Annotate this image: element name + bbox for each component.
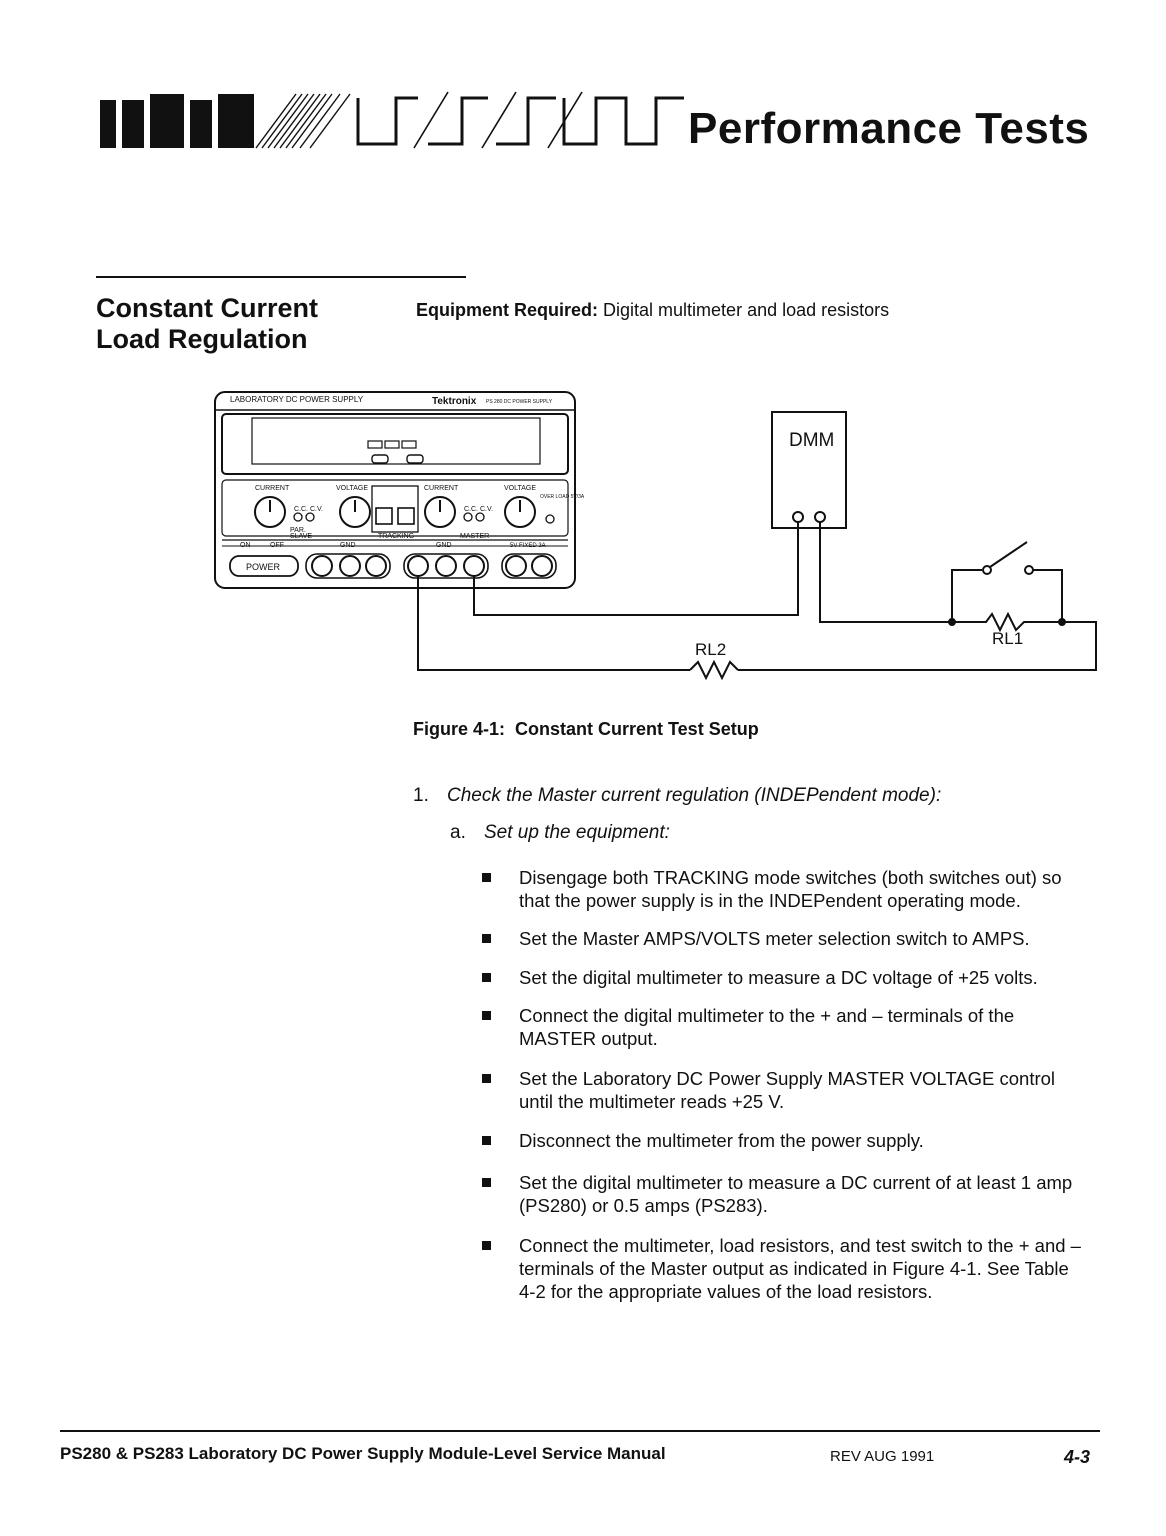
figure-number: Figure 4-1:	[413, 719, 506, 739]
equipment-label: Equipment Required:	[416, 300, 599, 320]
list-item: Set the Master AMPS/VOLTS meter selectio…	[482, 927, 1082, 950]
test-setup-diagram: LABORATORY DC POWER SUPPLY Tektronix PS …	[214, 391, 1097, 681]
par-label: PAR.	[290, 527, 306, 534]
equipment-required: Equipment Required: Digital multimeter a…	[416, 300, 889, 321]
off-label: OFF	[270, 542, 284, 549]
step-a-text: Set up the equipment:	[484, 822, 670, 843]
slave-voltage-label: VOLTAGE	[336, 485, 368, 492]
bullet-marker	[482, 934, 491, 943]
dmm-box	[771, 411, 847, 529]
slave-current-label: CURRENT	[255, 485, 290, 492]
tracking-switch-2	[397, 507, 415, 525]
fixed-label: 5V FIXED 3A	[510, 543, 546, 549]
bullet-marker	[482, 1178, 491, 1187]
dmm-label: DMM	[789, 430, 834, 451]
display-window	[221, 413, 569, 475]
list-item: Set the Laboratory DC Power Supply MASTE…	[482, 1067, 1082, 1113]
panel-title-text: LABORATORY DC POWER SUPPLY	[230, 395, 364, 404]
figure-title: Constant Current Test Setup	[515, 719, 759, 739]
master-pos-terminal	[463, 555, 485, 577]
bullet-marker	[482, 1136, 491, 1145]
list-item: Disconnect the multimeter from the power…	[482, 1129, 1082, 1152]
slave-gnd-label: GND	[340, 542, 356, 549]
section-title-line1: Constant Current	[96, 293, 318, 323]
slave-current-knob	[254, 496, 286, 528]
master-current-label: CURRENT	[424, 485, 459, 492]
rl2-label: RL2	[695, 640, 726, 659]
list-item: Set the digital multimeter to measure a …	[482, 966, 1082, 989]
list-item: Connect the digital multimeter to the + …	[482, 1004, 1082, 1050]
power-label: POWER	[246, 562, 281, 572]
master-cc-label: C.C.	[464, 506, 478, 513]
overload-label: OVER LOAD 5V/3A	[540, 494, 585, 500]
on-label: ON	[240, 542, 251, 549]
bullet-marker	[482, 973, 491, 982]
master-gnd-label: GND	[436, 542, 452, 549]
slave-label: SLAVE	[290, 533, 312, 540]
tracking-label: TRACKING	[378, 533, 414, 540]
list-item: Connect the multimeter, load resistors, …	[482, 1234, 1082, 1303]
bullet-marker	[482, 1011, 491, 1020]
footer-manual-title: PS280 & PS283 Laboratory DC Power Supply…	[60, 1444, 666, 1463]
master-voltage-knob	[504, 496, 536, 528]
tracking-switch-1	[375, 507, 393, 525]
master-voltage-label: VOLTAGE	[504, 485, 536, 492]
bullet-marker	[482, 873, 491, 882]
section-title: Constant Current Load Regulation	[96, 293, 376, 355]
header-waveform-logo	[100, 91, 684, 149]
footer-revision: REV AUG 1991	[830, 1448, 935, 1465]
page-header-title: Performance Tests	[688, 104, 1090, 153]
master-current-knob	[424, 496, 456, 528]
slave-voltage-knob	[339, 496, 371, 528]
step-1-number: 1.	[413, 785, 429, 806]
section-title-line2: Load Regulation	[96, 324, 308, 354]
step-1: 1. Check the Master current regulation (I…	[413, 785, 941, 807]
model-text: PS 280 DC POWER SUPPLY	[486, 399, 553, 405]
brand-text: Tektronix	[432, 396, 477, 407]
master-neg-terminal	[407, 555, 429, 577]
list-item: Disengage both TRACKING mode switches (b…	[482, 866, 1082, 912]
bullet-marker	[482, 1241, 491, 1250]
list-item: Set the digital multimeter to measure a …	[482, 1171, 1082, 1217]
bullet-marker	[482, 1074, 491, 1083]
section-rule	[96, 276, 466, 278]
step-a: a. Set up the equipment:	[450, 822, 670, 844]
footer-page-number: 4-3	[1064, 1447, 1091, 1467]
footer-rule	[60, 1430, 1100, 1432]
slave-cc-label: C.C.	[294, 506, 308, 513]
slave-cv-label: C.V.	[310, 506, 323, 513]
rl1-label: RL1	[992, 629, 1023, 648]
step-1-text: Check the Master current regulation (IND…	[447, 785, 942, 806]
master-cv-label: C.V.	[480, 506, 493, 513]
figure-caption: Figure 4-1: Constant Current Test Setup	[413, 719, 759, 740]
equipment-text: Digital multimeter and load resistors	[603, 300, 890, 320]
step-a-letter: a.	[450, 822, 466, 843]
power-switch	[229, 555, 299, 577]
power-supply-panel	[214, 391, 576, 589]
master-label: MASTER	[460, 533, 489, 540]
